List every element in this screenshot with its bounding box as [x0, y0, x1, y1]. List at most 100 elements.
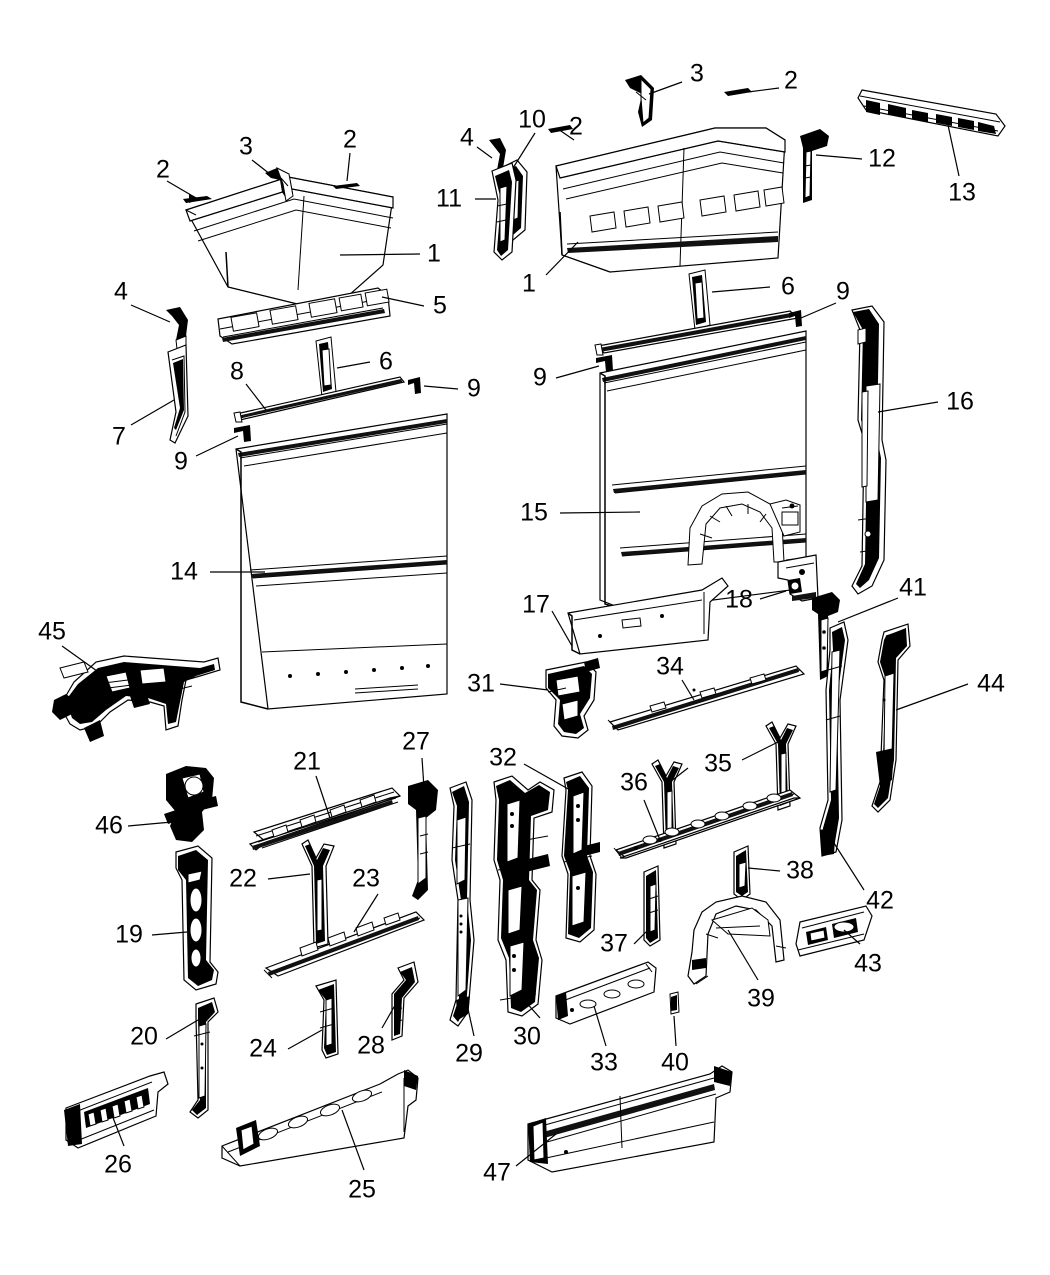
part-6-right-brace: [688, 269, 711, 331]
callout-4: 4: [460, 123, 474, 152]
callout-32: 32: [489, 743, 517, 772]
part-14-left-side-panel: [235, 413, 448, 710]
callout-35: 35: [704, 749, 732, 778]
part-34-roof-rail-long: [607, 665, 806, 731]
callout-9: 9: [467, 374, 481, 403]
part-29-long-side-rail: [449, 781, 475, 1027]
callout-25: 25: [348, 1175, 376, 1204]
part-35-pillar-right: [765, 721, 797, 811]
callout-16: 16: [946, 387, 974, 416]
part-46-mounting-bracket: [164, 766, 218, 842]
part-39-wheel-arch-liner: [687, 895, 787, 985]
part-17-lower-rocker-panel: [567, 577, 729, 655]
callout-2: 2: [569, 112, 583, 141]
part-41-upper-brace: [812, 592, 840, 680]
callout-22: 22: [229, 864, 257, 893]
callout-47: 47: [483, 1158, 511, 1187]
callout-13: 13: [948, 178, 976, 207]
part-4-left-bracket: [166, 307, 188, 350]
part-16-rear-body-pillar: [851, 305, 887, 595]
callout-9: 9: [533, 363, 547, 392]
callout-23: 23: [352, 864, 380, 893]
callout-43: 43: [854, 949, 882, 978]
part-28-diagonal-brace: [391, 961, 419, 1041]
callout-6: 6: [379, 347, 393, 376]
callout-42: 42: [866, 886, 894, 915]
callout-31: 31: [467, 669, 495, 698]
part-35-pillar-left: [651, 759, 683, 849]
part-18-reinforcement-plate: [777, 554, 819, 602]
part-32-rear-pillar-inner: [561, 771, 600, 943]
callout-41: 41: [899, 573, 927, 602]
callout-8: 8: [230, 357, 244, 386]
part-13-rear-header: [857, 89, 1006, 137]
part-20-rear-pillar-lower: [189, 997, 219, 1119]
callout-2: 2: [784, 66, 798, 95]
callout-40: 40: [661, 1048, 689, 1077]
part-8-left-upper-rail: [233, 376, 406, 423]
part-19-b-pillar-inner: [175, 845, 219, 991]
part-22-pillar-brace: [301, 839, 335, 949]
callout-34: 34: [656, 652, 684, 681]
callout-10: 10: [518, 105, 546, 134]
callout-9: 9: [836, 277, 850, 306]
part-38-small-bracket: [733, 845, 751, 901]
callout-3: 3: [690, 59, 704, 88]
callout-1: 1: [427, 239, 441, 268]
part-47-rocker-panel-inner: [527, 1065, 733, 1173]
callout-18: 18: [725, 585, 753, 614]
part-9-clip-b: [234, 425, 251, 442]
part-40-small-clip: [669, 991, 680, 1015]
part-37-short-stiffener: [643, 865, 661, 947]
part-42-long-rear-pillar: [819, 621, 849, 857]
part-21-upper-roof-bow: [248, 787, 402, 851]
callout-6: 6: [781, 272, 795, 301]
callout-38: 38: [786, 856, 814, 885]
part-4-center-bracket: [489, 138, 506, 170]
callout-39: 39: [747, 984, 775, 1013]
part-26-front-sill-bracket: [64, 1071, 169, 1149]
part-27-roof-rail-bracket: [408, 780, 438, 900]
callout-4: 4: [114, 277, 128, 306]
callout-45: 45: [38, 617, 66, 646]
callout-36: 36: [620, 768, 648, 797]
part-15-rear-side-panel: [599, 330, 807, 612]
callout-30: 30: [513, 1022, 541, 1051]
part-2-clip-top-right: [724, 88, 752, 96]
part-11-pillar: [491, 162, 517, 261]
callout-2: 2: [156, 155, 170, 184]
part-9-clip-d: [596, 355, 613, 372]
callout-29: 29: [455, 1039, 483, 1068]
callout-11: 11: [436, 184, 462, 213]
part-2-clip-right-upper: [333, 183, 360, 189]
part-3-right-hinge-bracket: [625, 75, 654, 127]
part-9-clip-c: [789, 310, 802, 327]
callout-33: 33: [590, 1048, 618, 1077]
part-1-right-roof-panel: [555, 127, 786, 273]
part-36-rocker-inner-rail: [613, 789, 802, 859]
part-25-rocker-panel-outer: [221, 1069, 419, 1167]
callout-1: 1: [522, 269, 536, 298]
callout-19: 19: [115, 920, 143, 949]
part-31-corner-gusset: [545, 658, 600, 739]
callout-20: 20: [130, 1022, 158, 1051]
callout-17: 17: [522, 590, 550, 619]
callout-21: 21: [293, 747, 321, 776]
callout-7: 7: [112, 422, 126, 451]
part-23-floor-cross-member: [263, 911, 426, 979]
part-7-left-pillar: [167, 344, 189, 444]
callout-14: 14: [170, 557, 198, 586]
callout-5: 5: [433, 291, 447, 320]
part-43-vent-panel: [795, 905, 873, 957]
callout-27: 27: [402, 727, 430, 756]
part-30-b-pillar-assembly: [493, 775, 555, 1017]
part-45-front-cross-member: [52, 655, 221, 742]
part-9-clip-a: [408, 377, 421, 394]
callout-2: 2: [343, 125, 357, 154]
part-44-rear-corner-pillar: [871, 623, 911, 813]
callout-12: 12: [868, 144, 896, 173]
part-15-upper-rail: [594, 310, 800, 356]
callout-46: 46: [95, 811, 123, 840]
